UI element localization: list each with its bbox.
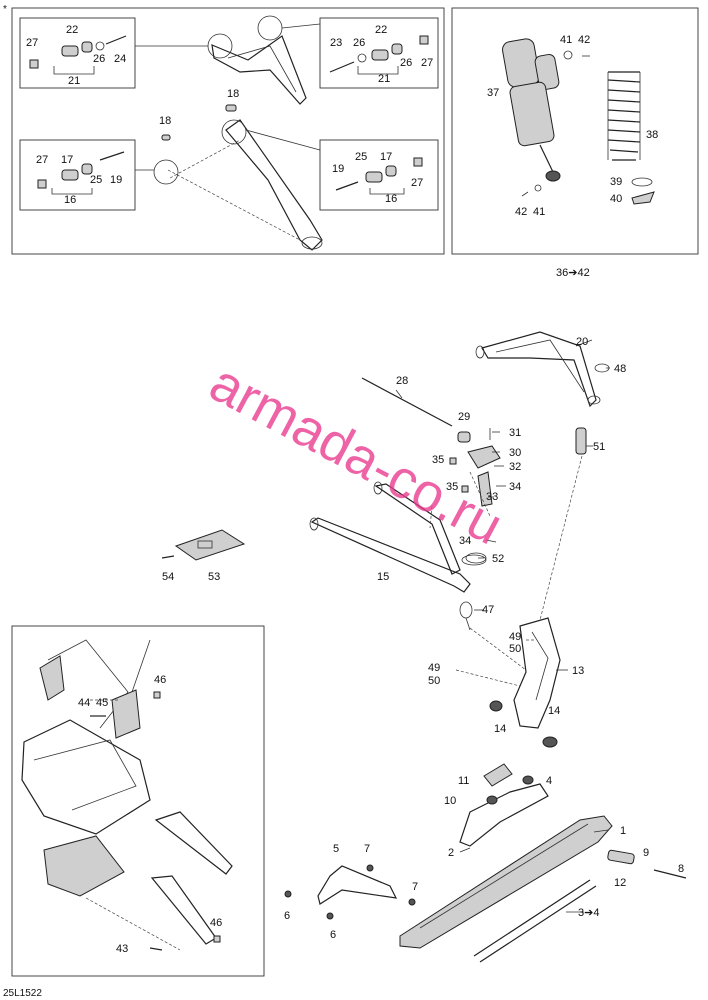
callout-5: 5 xyxy=(333,843,339,855)
callout-17: 17 xyxy=(61,154,73,166)
callout-44: 44 xyxy=(78,697,90,709)
skid-plate-53 xyxy=(161,529,246,561)
callout-42: 42 xyxy=(578,34,590,46)
callout-15: 15 xyxy=(377,571,389,583)
top-mark: * xyxy=(3,4,7,15)
callout-22: 22 xyxy=(375,24,387,36)
watermark-text: armada-co.ru xyxy=(200,353,512,557)
upper-control-arm xyxy=(475,331,610,408)
callout-35: 35 xyxy=(446,481,458,493)
callout-33: 33 xyxy=(486,491,498,503)
callout-42: 42 xyxy=(515,206,527,218)
callout-50: 50 xyxy=(428,675,440,687)
callout-39: 39 xyxy=(610,176,622,188)
callout-51: 51 xyxy=(593,441,605,453)
callout-30: 30 xyxy=(509,447,521,459)
callout-14: 14 xyxy=(494,723,506,735)
callout-25: 25 xyxy=(355,151,367,163)
callout-34: 34 xyxy=(459,535,471,547)
callout-10: 10 xyxy=(444,795,456,807)
callout-9: 9 xyxy=(643,847,649,859)
callout-21: 21 xyxy=(378,73,390,85)
callout-27: 27 xyxy=(411,177,423,189)
tie-rod-and-brackets xyxy=(361,377,501,529)
callout-26: 26 xyxy=(93,53,105,65)
detail-box-top-left xyxy=(19,17,136,89)
callout-38: 38 xyxy=(646,129,658,141)
chassis-panel xyxy=(11,625,265,977)
callout-29: 29 xyxy=(458,411,470,423)
callout-16: 16 xyxy=(64,194,76,206)
callout-41: 41 xyxy=(560,34,572,46)
callout-23: 23 xyxy=(330,37,342,49)
callout-18: 18 xyxy=(227,88,239,100)
callout-24: 24 xyxy=(114,53,126,65)
callout-49: 49 xyxy=(509,631,521,643)
kit-ref-label: 36➔42 xyxy=(556,267,590,279)
callout-37: 37 xyxy=(487,87,499,99)
callout-11: 11 xyxy=(458,775,469,787)
callout-34: 34 xyxy=(509,481,521,493)
callout-6: 6 xyxy=(330,929,336,941)
detail-hardware xyxy=(29,35,429,191)
callout-47: 47 xyxy=(482,604,494,616)
callout-40: 40 xyxy=(610,193,622,205)
callout-2: 2 xyxy=(448,847,454,859)
callout-18: 18 xyxy=(159,115,171,127)
callout-46: 46 xyxy=(210,917,222,929)
diagram-id: 25L1522 xyxy=(3,988,42,999)
callout-32: 32 xyxy=(509,461,521,473)
callout-27: 27 xyxy=(26,37,38,49)
callout-45: 45 xyxy=(96,697,108,709)
callout-50: 50 xyxy=(509,643,521,655)
shock-panel xyxy=(451,7,699,255)
callout-27: 27 xyxy=(36,154,48,166)
callout-48: 48 xyxy=(614,363,626,375)
callout-1: 1 xyxy=(620,825,626,837)
callout-20: 20 xyxy=(576,336,588,348)
detail-box-bottom-right xyxy=(319,139,439,211)
callout-25: 25 xyxy=(90,174,102,186)
callout-46: 46 xyxy=(154,674,166,686)
lower-control-arm xyxy=(309,481,487,593)
callout-27: 27 xyxy=(421,57,433,69)
detail-box-bottom-left xyxy=(19,139,136,211)
ski-assembly xyxy=(284,763,687,963)
ref-3-4-label: 3➔4 xyxy=(578,907,599,919)
callout-17: 17 xyxy=(380,151,392,163)
callout-7: 7 xyxy=(364,843,370,855)
callout-19: 19 xyxy=(110,174,122,186)
callout-52: 52 xyxy=(492,553,504,565)
callout-31: 31 xyxy=(509,427,521,439)
steering-spindle xyxy=(455,427,587,748)
detail-box-top-right xyxy=(319,17,439,89)
callout-21: 21 xyxy=(68,75,80,87)
callout-54: 54 xyxy=(162,571,174,583)
a-arm-detail-panel xyxy=(11,7,445,255)
upper-a-arm-drawing xyxy=(135,15,323,251)
callout-35: 35 xyxy=(432,454,444,466)
callout-19: 19 xyxy=(332,163,344,175)
callout-14: 14 xyxy=(548,705,560,717)
callout-6: 6 xyxy=(284,910,290,922)
callout-28: 28 xyxy=(396,375,408,387)
callout-7: 7 xyxy=(412,881,418,893)
shock-absorber-drawing xyxy=(502,38,655,205)
callout-13: 13 xyxy=(572,665,584,677)
leader-lines xyxy=(395,339,610,913)
callout-43: 43 xyxy=(116,943,128,955)
chassis-drawing xyxy=(21,639,233,951)
callout-16: 16 xyxy=(385,193,397,205)
group-brackets xyxy=(51,66,405,195)
callout-26: 26 xyxy=(400,57,412,69)
callout-4: 4 xyxy=(546,775,552,787)
callout-49: 49 xyxy=(428,662,440,674)
callout-8: 8 xyxy=(678,863,684,875)
callout-22: 22 xyxy=(66,24,78,36)
callout-41: 41 xyxy=(533,206,545,218)
callout-12: 12 xyxy=(614,877,626,889)
callout-26: 26 xyxy=(353,37,365,49)
callout-53: 53 xyxy=(208,571,220,583)
